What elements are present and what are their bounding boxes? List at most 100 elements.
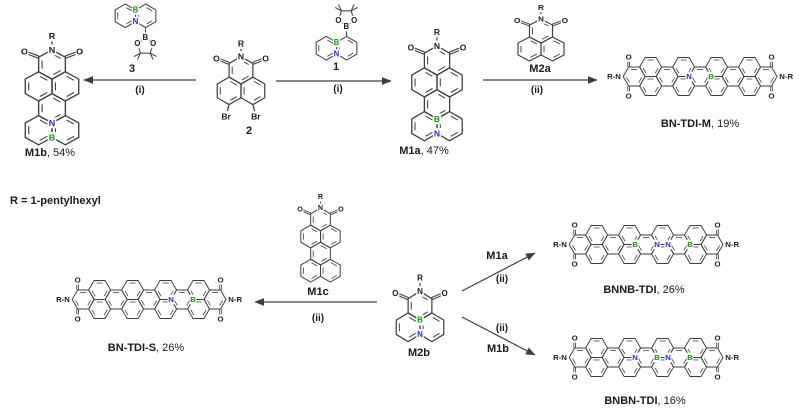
double-bond xyxy=(600,348,605,355)
double-bond xyxy=(432,316,440,322)
atom-backing xyxy=(777,71,795,82)
double-bond xyxy=(588,254,593,261)
atom-backing xyxy=(189,294,197,305)
atom-backing xyxy=(54,294,72,305)
double-bond xyxy=(39,92,48,97)
step-label-ii-top: (ii) xyxy=(530,85,544,96)
double-bond xyxy=(39,75,48,81)
atom-label-oxygen: O xyxy=(441,289,447,298)
atom-backing xyxy=(332,37,341,48)
atom-backing xyxy=(131,4,140,15)
compound-label-m2b: M2b xyxy=(408,347,430,359)
atom-label-boron: B xyxy=(49,133,56,143)
bond xyxy=(149,52,157,58)
double-bond xyxy=(87,300,92,306)
reagent-label-m1a: M1a xyxy=(486,250,508,262)
atom-label-r_n: R-N xyxy=(553,240,567,249)
atom-backing xyxy=(133,38,142,49)
atom-backing xyxy=(212,52,221,64)
double-bond xyxy=(39,135,48,141)
double-bond xyxy=(66,135,75,141)
double-bond xyxy=(331,228,337,233)
ring xyxy=(683,244,708,264)
atom-label-oxygen: O xyxy=(351,16,357,25)
double-bond xyxy=(103,290,108,297)
atom-backing xyxy=(560,15,569,26)
double-bond xyxy=(321,245,328,250)
double-bond xyxy=(687,254,692,261)
atom-label-boron: B xyxy=(190,295,196,304)
atom-backing xyxy=(217,275,225,285)
ring xyxy=(737,76,762,96)
double-bond xyxy=(572,358,576,364)
atom-backing xyxy=(416,314,424,326)
double-bond xyxy=(704,77,709,83)
atom-label-nitrogen: N xyxy=(417,287,423,296)
compound-label-2: 2 xyxy=(245,125,253,137)
atom-label-oxygen: O xyxy=(21,47,28,57)
compound-label-m1a: M1a, 47% xyxy=(399,145,449,157)
bond xyxy=(136,52,141,60)
double-bond xyxy=(174,300,178,306)
ring xyxy=(320,258,341,283)
double-bond xyxy=(425,88,433,93)
double-bond xyxy=(230,80,238,86)
atom-label-nitrogen: N xyxy=(168,295,174,304)
double-bond xyxy=(230,96,238,101)
double-bond xyxy=(66,92,75,97)
r-group-definition: R = 1-pentylhexyl xyxy=(10,195,101,207)
double-bond xyxy=(666,254,671,261)
double-bond xyxy=(553,40,561,45)
atom-backing xyxy=(317,203,324,213)
double-bond xyxy=(120,300,125,306)
atom-backing xyxy=(571,372,579,382)
double-bond xyxy=(327,52,334,57)
double-bond xyxy=(437,66,446,72)
atom-label-oxygen: O xyxy=(626,92,632,101)
atom-backing xyxy=(337,204,345,214)
atom-backing xyxy=(20,46,29,58)
reagent-label-m1b: M1b xyxy=(487,343,509,355)
double-bond xyxy=(437,93,446,99)
double-bond xyxy=(617,358,622,364)
atom-label-oxygen: O xyxy=(714,333,720,342)
atom-label-oxygen: O xyxy=(562,16,568,25)
atom-backing xyxy=(74,275,82,285)
atom-backing xyxy=(440,287,449,299)
double-bond xyxy=(530,53,538,58)
step-label-ii-left: (ii) xyxy=(311,313,325,324)
double-bond xyxy=(621,367,626,374)
double-bond xyxy=(136,290,141,297)
atom-backing xyxy=(685,71,693,82)
double-bond xyxy=(66,75,75,81)
double-bond xyxy=(638,77,643,83)
double-bond xyxy=(633,367,638,374)
atom-backing xyxy=(317,192,324,202)
atom-label-oxygen: O xyxy=(150,39,156,48)
atom-label-boron: B xyxy=(142,33,148,42)
atom-backing xyxy=(296,204,304,214)
atom-backing xyxy=(631,239,639,250)
atom-label-n_r: N-R xyxy=(779,72,793,81)
step-label-i-right: (i) xyxy=(333,84,343,95)
double-bond xyxy=(253,80,261,86)
double-bond xyxy=(53,70,61,76)
double-bond xyxy=(617,245,622,251)
double-bond xyxy=(311,275,318,279)
bond xyxy=(350,4,355,12)
ring xyxy=(585,244,609,264)
double-bond xyxy=(425,115,433,121)
atom-backing xyxy=(571,333,579,343)
double-bond xyxy=(753,86,758,93)
atom-backing xyxy=(686,352,694,363)
double-bond xyxy=(621,348,626,355)
atom-label-boron: B xyxy=(133,5,139,14)
double-bond xyxy=(758,77,762,83)
step-label-ii-lower: (ii) xyxy=(495,323,509,334)
atom-backing xyxy=(551,239,569,250)
atom-label-bromine: Br xyxy=(221,112,231,122)
double-bond xyxy=(741,67,746,74)
